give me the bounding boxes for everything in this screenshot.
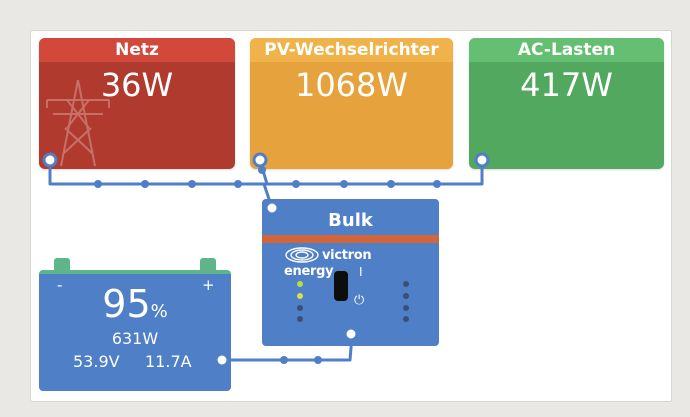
status-led — [403, 305, 409, 311]
status-led — [297, 316, 303, 322]
flow-dot — [234, 180, 242, 188]
battery-tile[interactable]: - + 95% 631W 53.9V 11.7A — [39, 270, 231, 391]
flow-dot — [433, 180, 441, 188]
switch-on-symbol: I — [359, 265, 363, 279]
battery-soc-value: 95 — [102, 282, 151, 326]
flow-dot — [258, 166, 266, 174]
connector-ac-loads — [474, 152, 490, 168]
battery-minus-sign: - — [57, 276, 63, 294]
flow-dot — [94, 180, 102, 188]
grid-power-value: 36W — [100, 66, 174, 104]
battery-plus-sign: + — [202, 276, 215, 294]
victron-logo: victron energy — [284, 246, 424, 279]
pv-inverter-title: PV-Wechselrichter — [250, 38, 453, 62]
grid-title: Netz — [39, 38, 235, 62]
battery-power: 631W — [111, 329, 159, 348]
status-led — [403, 281, 409, 287]
inverter-accent-stripe — [262, 235, 439, 243]
flow-dot — [314, 356, 322, 364]
connector-inverter-dc — [343, 326, 359, 342]
connector-grid — [42, 152, 58, 168]
ac-loads-tile[interactable]: AC-Lasten 417W — [469, 38, 664, 169]
connector-pv — [252, 152, 268, 168]
inverter-charger-tile[interactable]: Bulk victron energy I ⏻ — [262, 199, 439, 346]
grid-tile[interactable]: Netz 36W — [39, 38, 235, 169]
ac-loads-power-value: 417W — [520, 66, 613, 104]
status-led — [403, 293, 409, 299]
status-led — [403, 316, 409, 322]
pv-inverter-tile[interactable]: PV-Wechselrichter 1068W — [250, 38, 453, 169]
flow-dot — [292, 180, 300, 188]
battery-soc: 95% — [39, 282, 231, 326]
status-led — [297, 293, 303, 299]
power-standby-icon: ⏻ — [354, 293, 365, 308]
power-pylon-icon — [46, 79, 110, 167]
status-led — [297, 305, 303, 311]
flow-dot — [188, 180, 196, 188]
pv-inverter-power-value: 1068W — [294, 66, 409, 104]
mode-switch[interactable] — [334, 271, 348, 301]
wire-battery — [218, 334, 354, 362]
flow-dot — [141, 180, 149, 188]
victron-logo-icon — [285, 247, 319, 263]
battery-voltage: 53.9V — [73, 352, 120, 371]
flow-dot — [340, 180, 348, 188]
brand-name: victron energy — [284, 247, 372, 280]
ac-loads-title: AC-Lasten — [469, 38, 664, 62]
inverter-state: Bulk — [328, 210, 373, 231]
flow-dot — [280, 356, 288, 364]
battery-negative-terminal — [54, 258, 70, 270]
connector-inverter-ac — [264, 200, 280, 216]
connector-battery — [214, 352, 230, 368]
flow-dot — [387, 180, 395, 188]
battery-soc-unit: % — [150, 301, 168, 322]
battery-current: 11.7A — [145, 352, 192, 371]
status-led — [297, 281, 303, 287]
battery-positive-terminal — [200, 258, 216, 270]
